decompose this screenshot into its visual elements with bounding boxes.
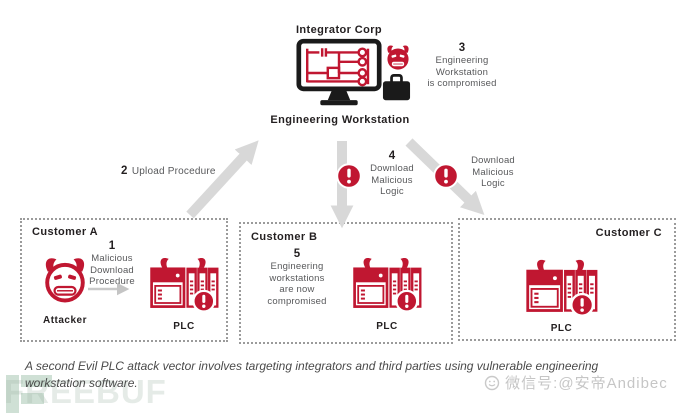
customer-c-title: Customer C [595, 227, 662, 239]
step-1-number: 1 [108, 240, 116, 252]
plc-a-label: PLC [148, 316, 220, 334]
step-2-text: 2 Upload Procedure [121, 161, 216, 179]
step-1-text: 1 Malicious Download Procedure [68, 240, 156, 288]
step-5-line: are now [279, 284, 315, 295]
integrator-title: Integrator Corp [254, 20, 424, 38]
download-c-line: Download [471, 155, 515, 166]
figure-caption: A second Evil PLC attack vector involves… [25, 359, 599, 390]
customer-b-title: Customer B [251, 231, 318, 243]
briefcase-icon [382, 74, 411, 101]
step-3-line: Engineering [435, 55, 489, 66]
attacker-label-text: Attacker [42, 315, 88, 326]
step-4-line: Logic [380, 186, 404, 197]
plc-icon [351, 256, 423, 314]
step-5-text: 5 Engineering workstations are now compr… [253, 248, 341, 307]
wechat-watermark: 微信号:@安帝Andibec [484, 372, 668, 393]
step-5-number: 5 [293, 248, 301, 260]
customer-b-box: Customer B 5 Engineering workstations ar… [239, 222, 453, 344]
devil-icon [387, 45, 409, 70]
step-1-line: Download [90, 264, 134, 276]
customer-a-box: Customer A Attacker 1 Malicious Download… [20, 218, 228, 342]
engineering-workstation-label-text: Engineering Workstation [270, 114, 410, 126]
plc-b-label: PLC [351, 316, 423, 334]
plc-icon [524, 258, 599, 318]
smiley-watermark-icon [484, 375, 500, 391]
download-c-text: Download Malicious Logic [459, 155, 527, 190]
step-4-number: 4 [388, 150, 396, 162]
freebuf-logo-icon [6, 375, 52, 413]
step-2-number: 2 [121, 165, 128, 177]
attacker-label: Attacker [29, 310, 101, 328]
download-c-line: Logic [481, 178, 505, 189]
engineering-workstation-icon [296, 38, 382, 106]
step-1-line: Malicious [91, 253, 133, 264]
step-4-text: 4 Download Malicious Logic [361, 150, 423, 198]
step-3-text: 3 Engineering Workstation is compromised [416, 42, 508, 90]
step-4-line: Download [370, 163, 414, 174]
step-3-line: is compromised [427, 78, 497, 89]
step-5-line: workstations [269, 272, 325, 284]
step-1-line: Procedure [89, 276, 135, 287]
customer-a-title: Customer A [32, 226, 98, 238]
step-3-number: 3 [458, 42, 466, 54]
step-5-line: compromised [267, 295, 327, 307]
step-4-line: Malicious [371, 174, 413, 186]
engineering-workstation-label: Engineering Workstation [250, 110, 430, 128]
step-2-label: Upload Procedure [131, 166, 216, 177]
wechat-watermark-text: 微信号:@安帝Andibec [505, 375, 668, 392]
customer-c-box: Customer C PLC [458, 218, 676, 341]
freebuf-watermark: FREEBUF [4, 373, 167, 410]
alert-icon [336, 163, 362, 189]
plc-icon [148, 256, 220, 314]
step-3-line: Workstation [435, 66, 489, 78]
plc-b-label-text: PLC [376, 321, 398, 332]
plc-c-label-text: PLC [550, 323, 573, 334]
alert-icon [433, 163, 459, 189]
integrator-title-text: Integrator Corp [295, 24, 383, 36]
download-c-line: Malicious [472, 166, 514, 178]
plc-a-label-text: PLC [173, 321, 195, 332]
attacker-devil-icon [45, 258, 85, 303]
plc-c-label: PLC [524, 318, 599, 336]
step-5-line: Engineering [270, 261, 324, 272]
